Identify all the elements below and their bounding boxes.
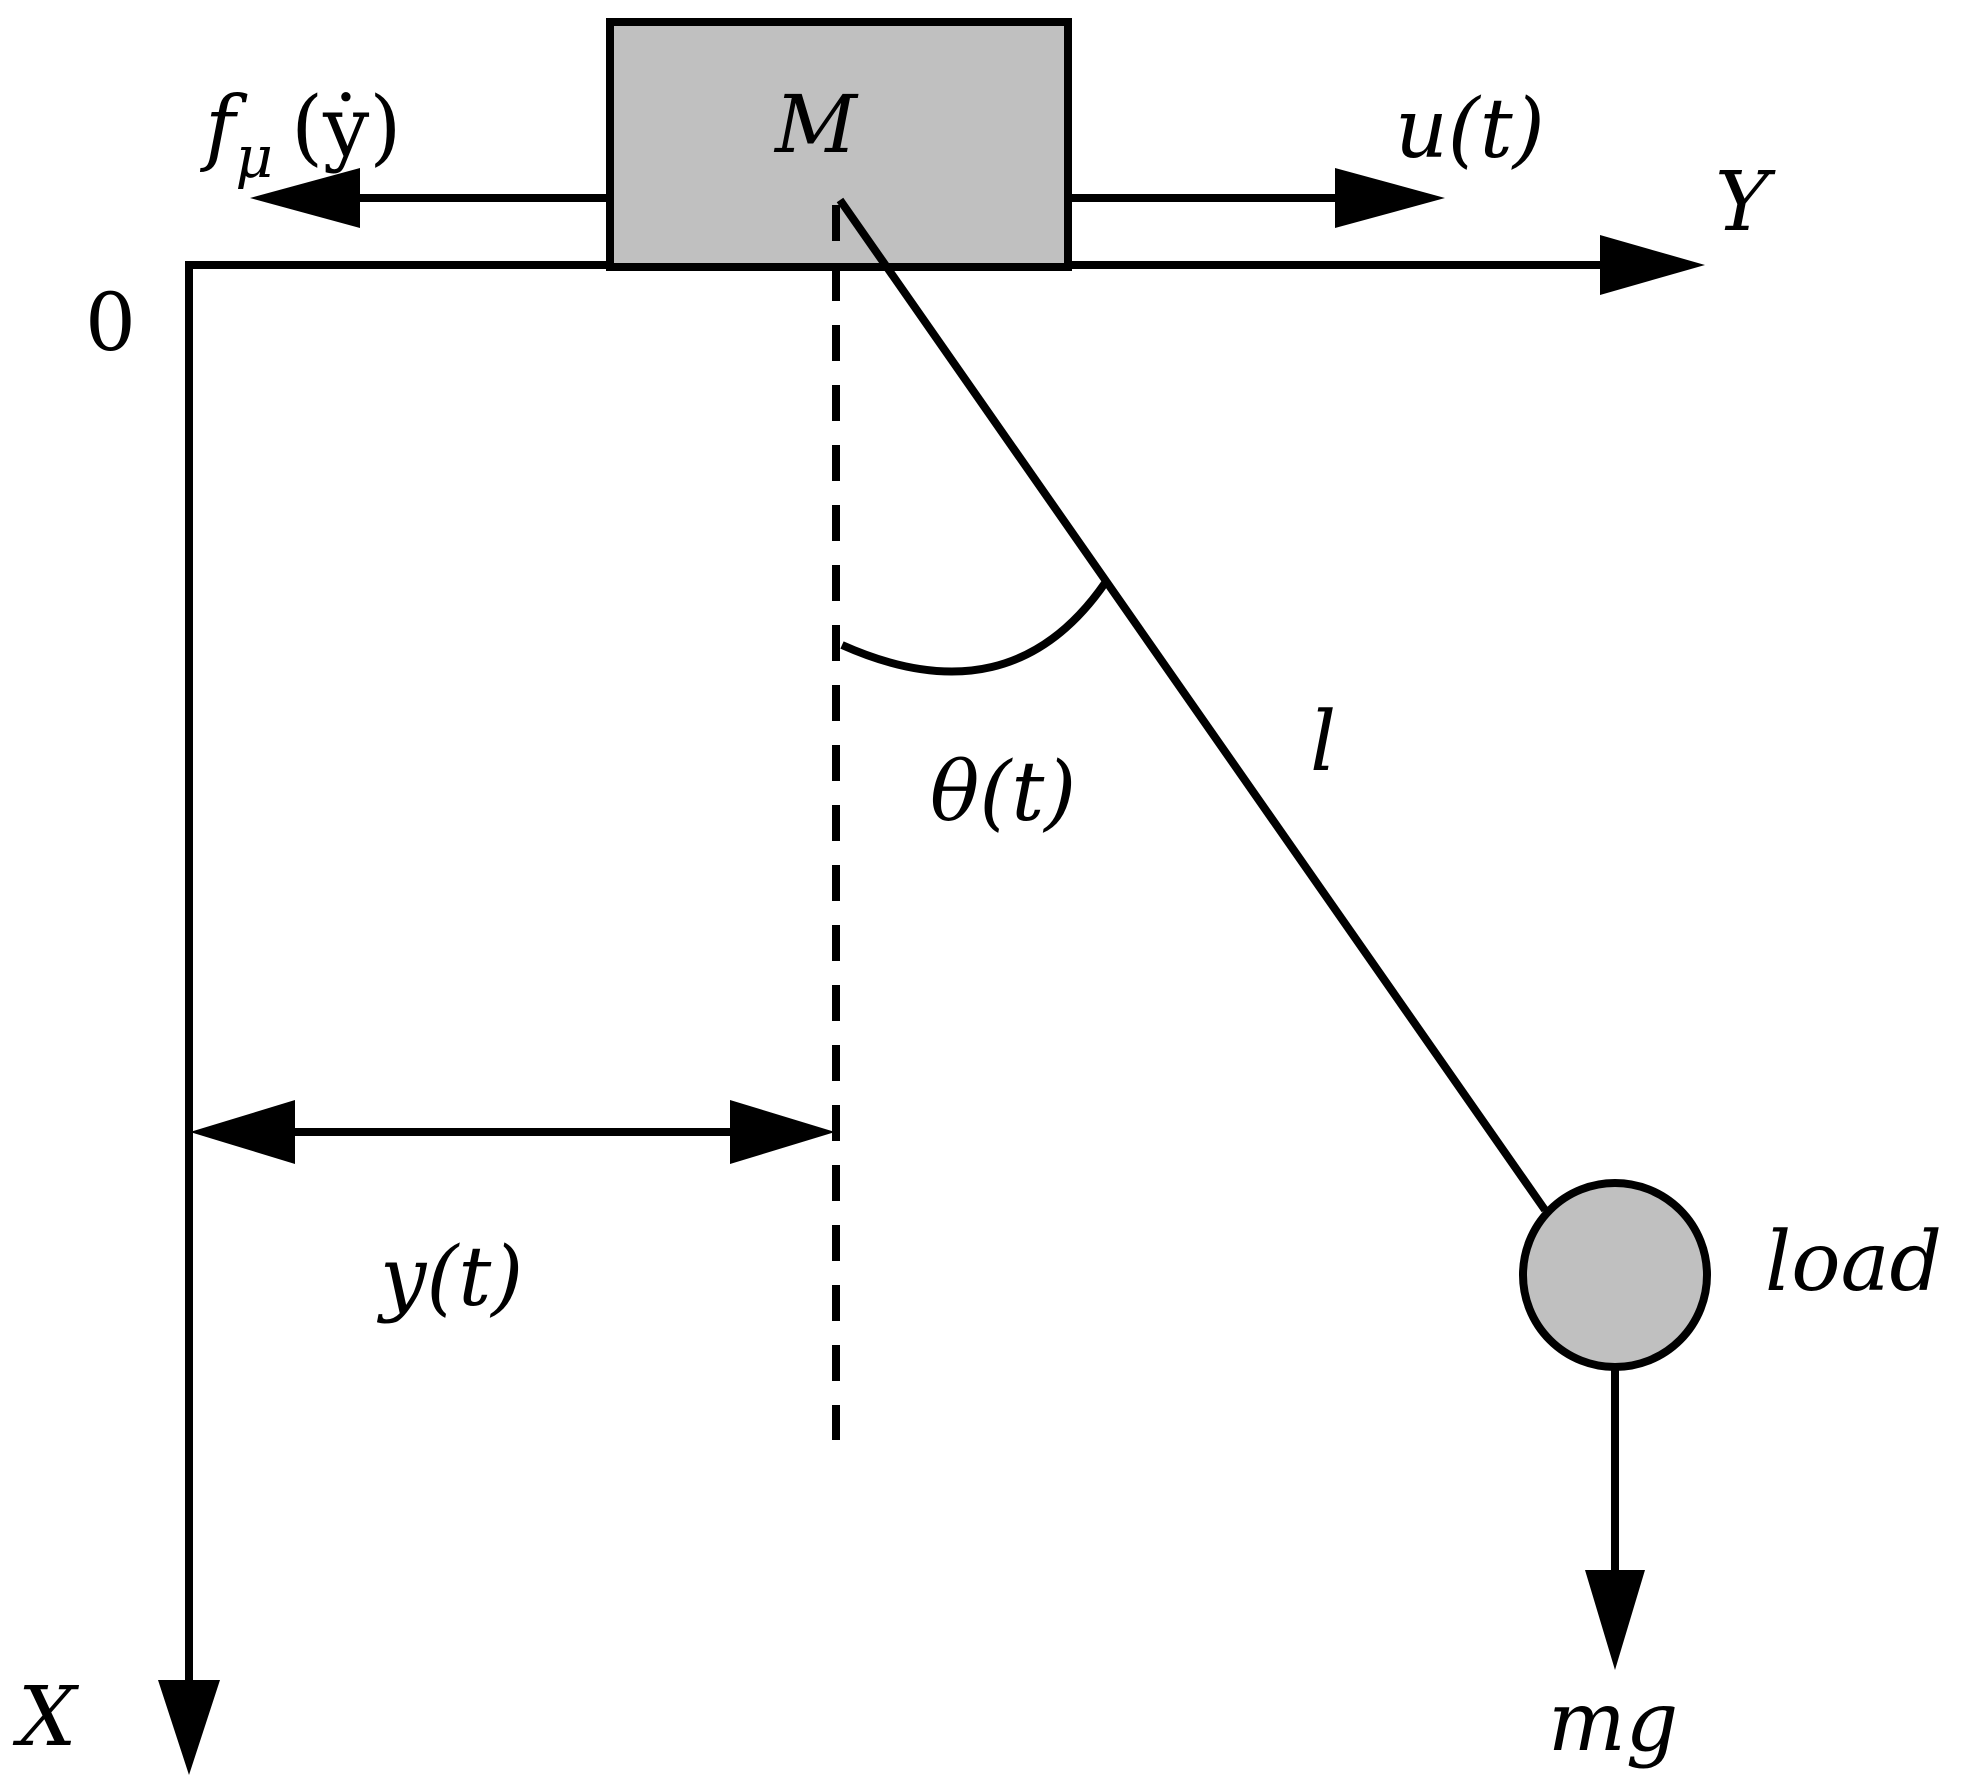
displacement-label: y(t) xyxy=(376,1230,523,1325)
input-arrowhead xyxy=(1335,168,1445,228)
input-force-label: u(t) xyxy=(1395,82,1545,177)
mass-label: M xyxy=(773,78,859,171)
origin-label: 0 xyxy=(85,276,136,369)
pendulum-rod xyxy=(836,197,1549,1213)
x-axis-label: X xyxy=(12,1670,80,1765)
x-axis-arrowhead xyxy=(158,1680,220,1775)
rod-length-label: l xyxy=(1310,695,1336,790)
friction-arrowhead xyxy=(250,168,360,228)
displacement-arrowhead-left xyxy=(190,1100,295,1164)
displacement-arrowhead-right xyxy=(730,1100,835,1164)
friction-label: fμ(ẏ) xyxy=(199,80,401,191)
weight-label: mg xyxy=(1548,1675,1678,1770)
angle-arc xyxy=(840,580,1109,676)
load-mass-circle xyxy=(1519,1179,1711,1371)
angle-label: θ(t) xyxy=(930,745,1076,840)
load-label: load xyxy=(1765,1215,1942,1310)
y-axis-arrowhead xyxy=(1600,235,1705,295)
y-axis-label: Y xyxy=(1715,155,1776,250)
weight-arrowhead xyxy=(1585,1570,1645,1670)
